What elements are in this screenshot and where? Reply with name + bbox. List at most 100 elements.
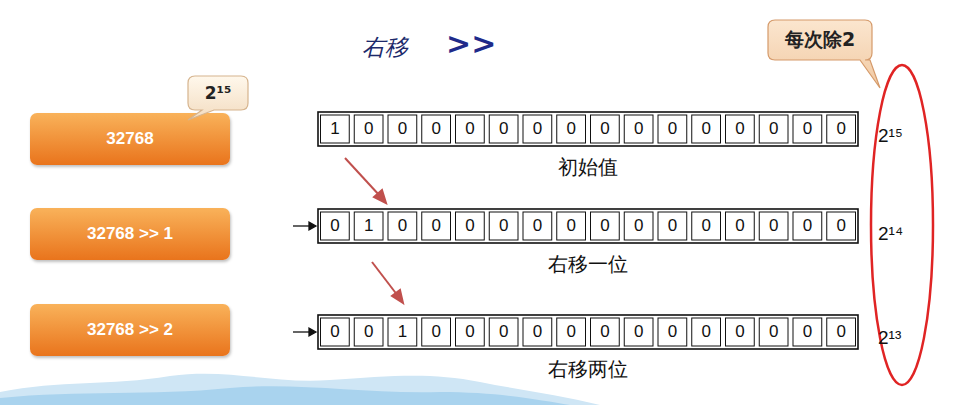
bit-digit: 0 — [794, 119, 822, 139]
callout-bubble: 2¹⁵ — [188, 76, 248, 110]
bit-digit: 0 — [524, 322, 552, 342]
bit-digit: 0 — [760, 322, 788, 342]
bit-digit: 0 — [827, 322, 855, 342]
bit-cell — [388, 212, 417, 240]
shift-arrows — [345, 158, 403, 303]
bit-digit: 0 — [726, 216, 754, 236]
bit-digit: 1 — [321, 119, 349, 139]
bit-digit: 0 — [321, 216, 349, 236]
value-text: 32768 — [106, 129, 153, 149]
bit-row-frame — [318, 209, 858, 243]
power-label: 2¹³ — [878, 327, 901, 349]
operator-symbol: >> — [446, 26, 496, 61]
bit-cell — [827, 318, 856, 346]
bit-digit: 0 — [625, 216, 653, 236]
bit-cell — [321, 212, 350, 240]
bit-cell — [354, 115, 383, 143]
bit-cell — [557, 212, 586, 240]
bit-cell — [456, 212, 485, 240]
callout-text: 2¹⁵ — [205, 83, 232, 103]
bit-cell — [523, 212, 552, 240]
bit-digit: 0 — [827, 216, 855, 236]
bit-digit: 0 — [794, 322, 822, 342]
bit-row-frame — [318, 315, 858, 349]
callout-bubble: 每次除2 — [768, 20, 872, 60]
red-ellipse — [871, 65, 933, 385]
bit-digit: 0 — [389, 216, 417, 236]
mountain-decoration — [0, 374, 600, 405]
callout-outline — [768, 20, 880, 88]
input-arrows — [293, 222, 316, 336]
bit-digit: 1 — [355, 216, 383, 236]
bit-digit: 0 — [422, 322, 450, 342]
bit-cell — [658, 212, 687, 240]
bit-cell — [658, 318, 687, 346]
bit-cell — [388, 115, 417, 143]
bit-cell — [591, 115, 620, 143]
bit-cell — [692, 318, 721, 346]
bit-cell — [456, 115, 485, 143]
bit-cell — [827, 115, 856, 143]
bit-row-frame — [318, 112, 858, 146]
bit-digit: 1 — [389, 322, 417, 342]
bit-digit: 0 — [692, 322, 720, 342]
bit-cell — [354, 318, 383, 346]
bit-cell — [557, 318, 586, 346]
bit-cell — [658, 115, 687, 143]
bit-digit: 0 — [794, 216, 822, 236]
bit-cell — [523, 115, 552, 143]
bit-digit: 0 — [524, 216, 552, 236]
bit-cell — [321, 318, 350, 346]
bit-cell — [422, 115, 451, 143]
bit-digit: 0 — [490, 322, 518, 342]
bit-digit: 0 — [591, 216, 619, 236]
bit-cell — [591, 212, 620, 240]
bit-digit: 0 — [557, 216, 585, 236]
bit-cell — [692, 115, 721, 143]
bit-cell — [827, 212, 856, 240]
bit-digit: 0 — [490, 119, 518, 139]
bit-cell — [726, 212, 755, 240]
bit-digit: 0 — [760, 216, 788, 236]
bit-cell — [388, 318, 417, 346]
bit-digit: 0 — [659, 119, 687, 139]
value-box: 32768 — [30, 113, 230, 165]
bit-cell — [557, 115, 586, 143]
bit-cell — [759, 318, 788, 346]
bit-digit: 0 — [726, 119, 754, 139]
value-text: 32768 >> 1 — [87, 224, 173, 244]
bit-digit: 0 — [422, 216, 450, 236]
bit-cell — [726, 115, 755, 143]
bit-cell — [422, 212, 451, 240]
power-column: 2¹⁵2¹⁴2¹³ — [872, 65, 934, 385]
bit-digit: 0 — [422, 119, 450, 139]
diagram-title: 右移 — [362, 32, 408, 63]
bit-digit: 0 — [557, 119, 585, 139]
bit-cell — [354, 212, 383, 240]
bit-digit: 0 — [355, 119, 383, 139]
bit-cell — [489, 318, 518, 346]
bit-digit: 0 — [389, 119, 417, 139]
bit-cell — [523, 318, 552, 346]
bit-cell — [624, 115, 653, 143]
bit-cell — [793, 115, 822, 143]
bit-digit: 0 — [625, 119, 653, 139]
callout-text: 每次除2 — [785, 27, 855, 53]
bit-digit: 0 — [659, 216, 687, 236]
bit-digit: 0 — [692, 216, 720, 236]
bit-digit: 0 — [524, 119, 552, 139]
bit-cell — [793, 318, 822, 346]
bit-digit: 0 — [490, 216, 518, 236]
bit-cell — [692, 212, 721, 240]
bit-digit: 0 — [827, 119, 855, 139]
bit-digit: 0 — [692, 119, 720, 139]
bit-digit: 0 — [557, 322, 585, 342]
bit-digit: 0 — [456, 322, 484, 342]
power-label: 2¹⁵ — [878, 125, 903, 147]
bit-cell — [422, 318, 451, 346]
row-caption: 右移两位 — [548, 356, 628, 383]
bit-digit: 0 — [726, 322, 754, 342]
bit-digit: 0 — [456, 119, 484, 139]
bit-cell — [489, 212, 518, 240]
bit-digit: 0 — [456, 216, 484, 236]
